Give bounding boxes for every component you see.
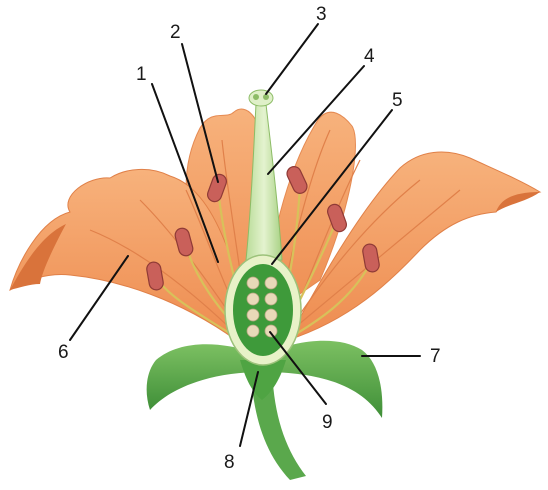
label-2: 2 (170, 22, 181, 43)
label-6: 6 (58, 342, 69, 363)
label-1: 1 (136, 64, 147, 85)
label-9: 9 (322, 412, 333, 433)
sepal-center (240, 360, 286, 400)
label-5: 5 (392, 90, 403, 111)
label-8: 8 (224, 452, 235, 473)
leader-3 (266, 24, 318, 94)
ovary (225, 255, 301, 365)
label-3: 3 (316, 4, 327, 25)
label-4: 4 (364, 46, 375, 67)
stigma (249, 90, 273, 106)
label-7: 7 (430, 346, 441, 367)
